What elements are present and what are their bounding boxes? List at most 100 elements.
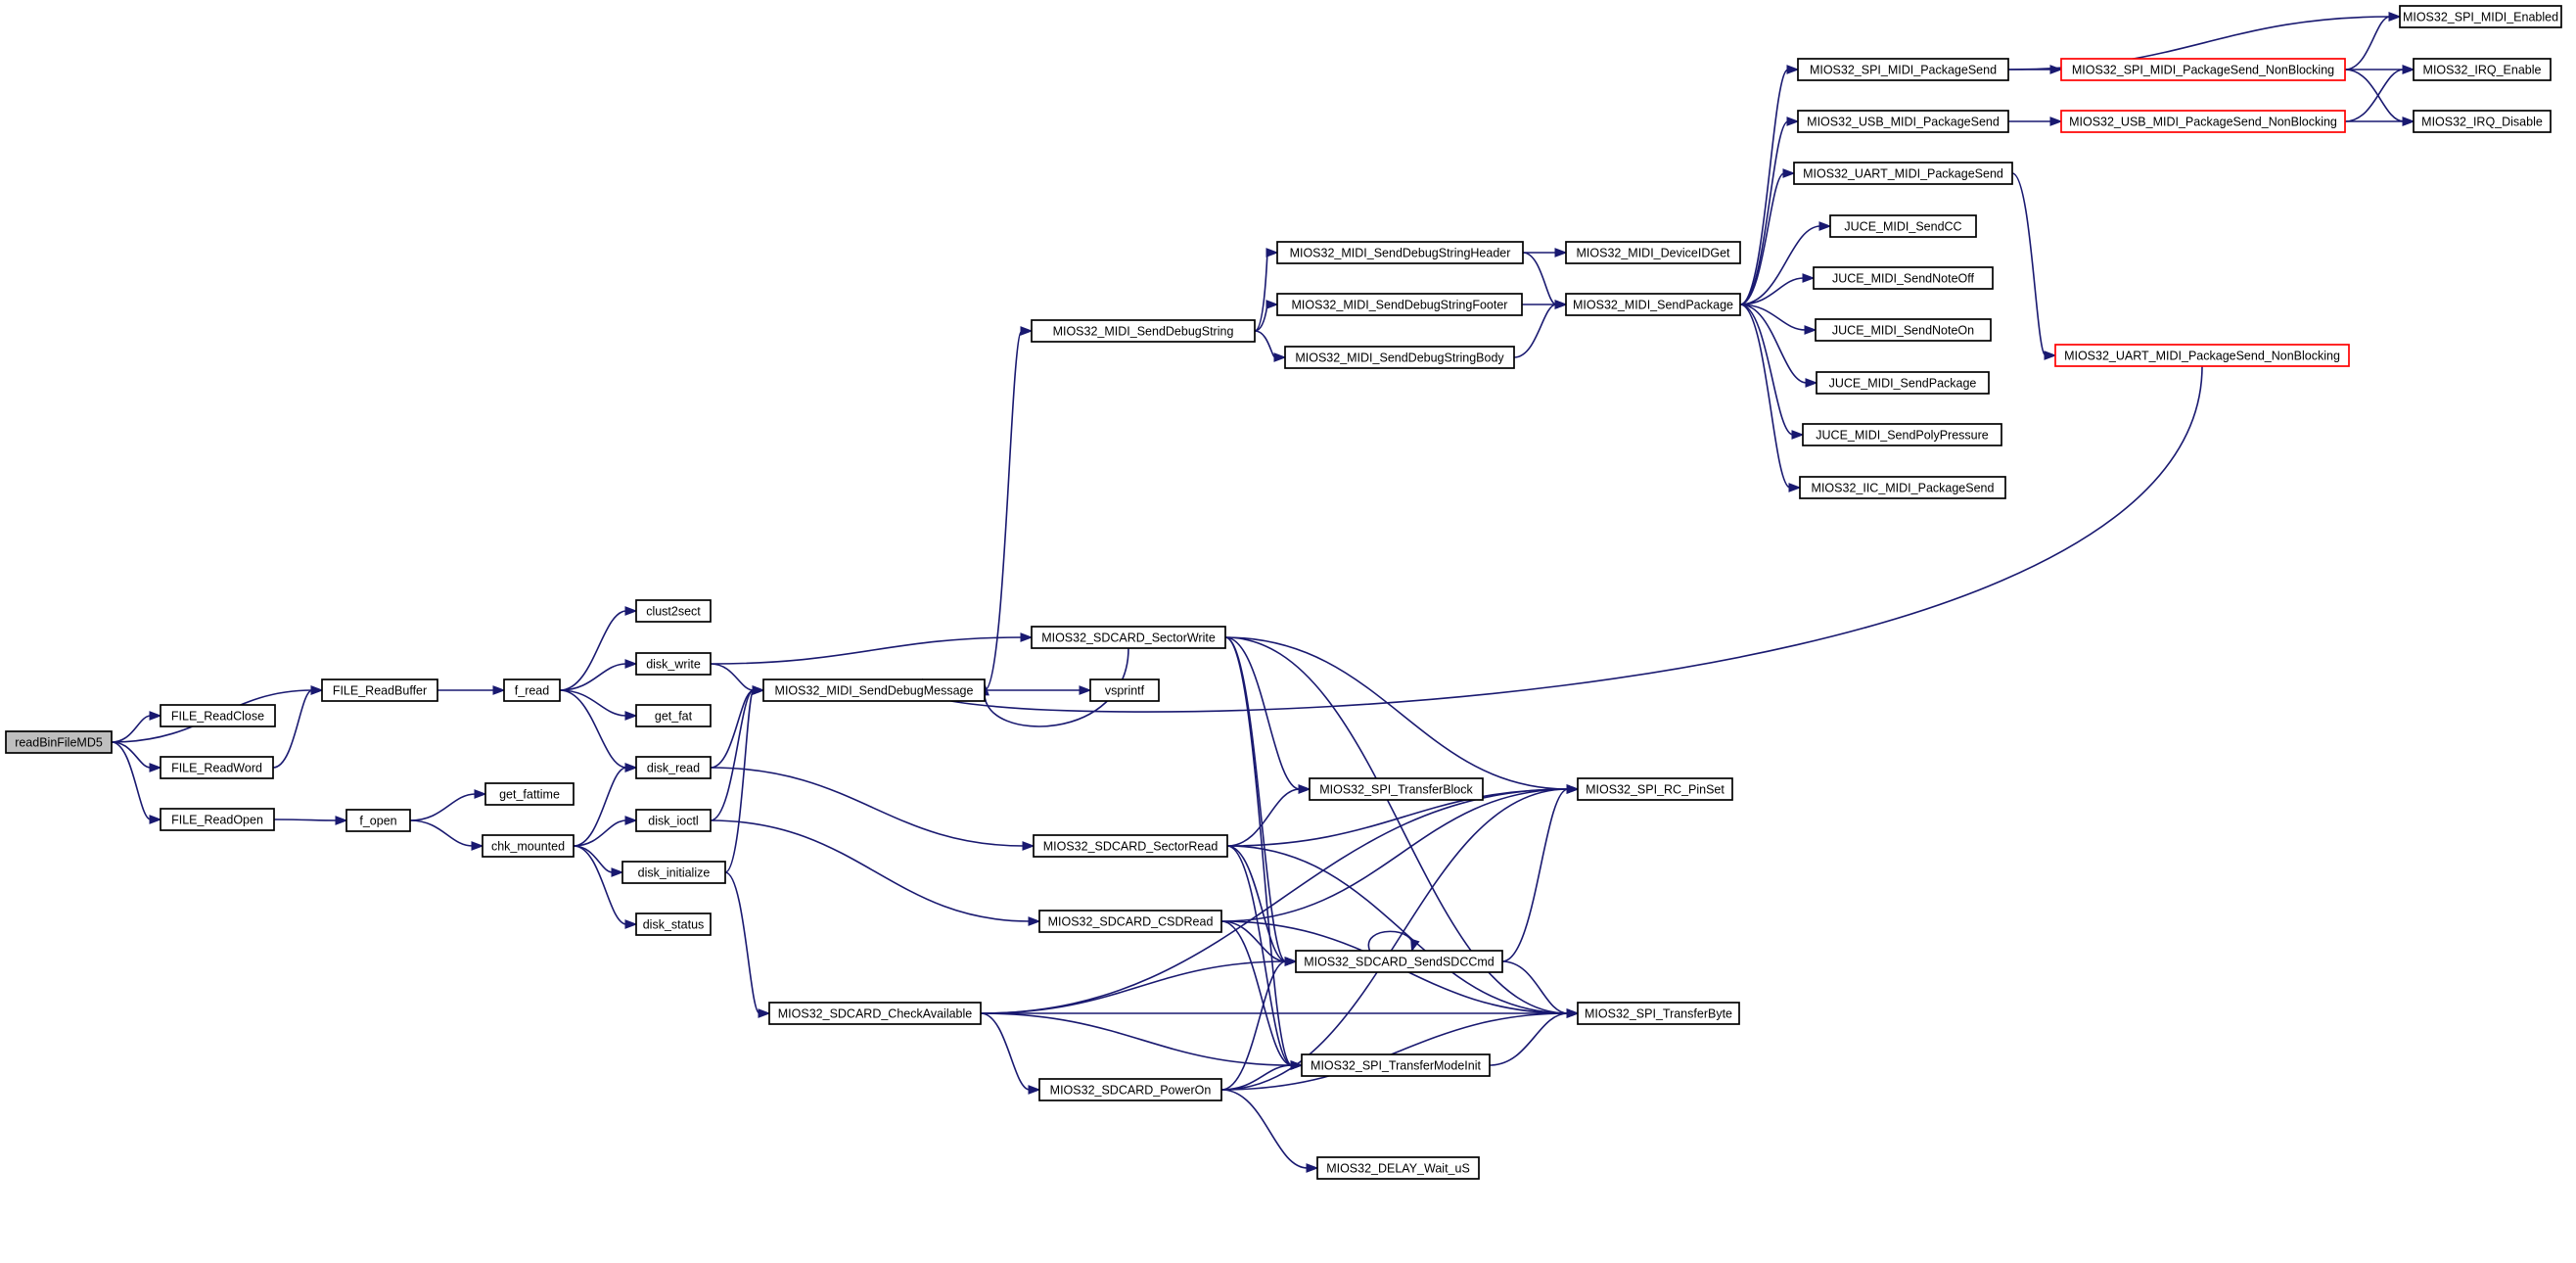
edge-line — [559, 663, 627, 691]
graph-node-mios32-midi-senddebugstringheader[interactable]: MIOS32_MIDI_SendDebugStringHeader — [1276, 241, 1524, 264]
graph-node-disk-read[interactable]: disk_read — [635, 756, 712, 779]
graph-node-juce-midi-sendnoteoff[interactable]: JUCE_MIDI_SendNoteOff — [1813, 266, 1994, 290]
graph-node-mios32-midi-senddebugstring[interactable]: MIOS32_MIDI_SendDebugString — [1031, 319, 1256, 343]
edge-line — [1220, 1089, 1309, 1169]
graph-node-mios32-sdcard-sectorwrite[interactable]: MIOS32_SDCARD_SectorWrite — [1031, 626, 1226, 649]
graph-node-clust2sect[interactable]: clust2sect — [635, 599, 712, 623]
graph-node-mios32-spi-rc-pinset[interactable]: MIOS32_SPI_RC_PinSet — [1577, 777, 1733, 801]
node-box — [2060, 58, 2346, 81]
graph-node-f-read[interactable]: f_read — [503, 678, 561, 702]
edge-line — [724, 689, 755, 873]
graph-node-disk-initialize[interactable]: disk_initialize — [621, 861, 726, 884]
graph-node-mios32-midi-senddebugstringfooter[interactable]: MIOS32_MIDI_SendDebugStringFooter — [1276, 293, 1523, 316]
edge-mios32-sdcard-sectorwrite-to-mios32-sdcard-sendsdccmd — [1224, 636, 1298, 966]
node-box — [1565, 241, 1741, 264]
graph-node-mios32-spi-transfermodeinit[interactable]: MIOS32_SPI_TransferModeInit — [1301, 1053, 1491, 1077]
graph-node-vsprintf[interactable]: vsprintf — [1089, 678, 1160, 702]
node-box — [1309, 777, 1484, 801]
node-box — [1089, 678, 1160, 702]
edge-arrowhead — [2049, 117, 2063, 126]
graph-node-mios32-sdcard-checkavailable[interactable]: MIOS32_SDCARD_CheckAvailable — [768, 1002, 982, 1025]
edge-f-read-to-disk-write — [559, 659, 638, 691]
graph-node-disk-status[interactable]: disk_status — [635, 912, 712, 936]
graph-node-file-readbuffer[interactable]: FILE_ReadBuffer — [321, 678, 438, 702]
graph-node-f-open[interactable]: f_open — [345, 809, 411, 832]
graph-node-disk-ioctl[interactable]: disk_ioctl — [635, 809, 712, 832]
edge-line — [1220, 1012, 1569, 1091]
graph-node-mios32-spi-midi-packagesend[interactable]: MIOS32_SPI_MIDI_PackageSend — [1797, 58, 2009, 81]
graph-node-juce-midi-sendpackage[interactable]: JUCE_MIDI_SendPackage — [1816, 371, 1990, 395]
graph-node-mios32-usb-midi-packagesend[interactable]: MIOS32_USB_MIDI_PackageSend — [1797, 110, 2009, 133]
node-label: MIOS32_MIDI_SendDebugMessage — [775, 684, 974, 698]
graph-node-mios32-usb-midi-packagesend-nonblocking[interactable]: MIOS32_USB_MIDI_PackageSend_NonBlocking — [2060, 110, 2346, 133]
graph-node-get-fat[interactable]: get_fat — [635, 704, 712, 727]
graph-node-readbinfilemd5[interactable]: readBinFileMD5 — [5, 730, 113, 754]
edge-mios32-usb-midi-packagesend-nonblocking-to-mios32-irq-disable — [2345, 117, 2415, 126]
edge-arrowhead — [471, 841, 484, 851]
graph-node-mios32-irq-disable[interactable]: MIOS32_IRQ_Disable — [2413, 110, 2552, 133]
graph-node-mios32-sdcard-sectorread[interactable]: MIOS32_SDCARD_SectorRead — [1033, 834, 1228, 858]
graph-node-mios32-sdcard-csdread[interactable]: MIOS32_SDCARD_CSDRead — [1038, 910, 1222, 933]
node-label: vsprintf — [1105, 684, 1145, 698]
node-label: MIOS32_SDCARD_SectorRead — [1043, 840, 1219, 854]
graph-node-mios32-uart-midi-packagesend-nonblocking[interactable]: MIOS32_UART_MIDI_PackageSend_NonBlocking — [2054, 344, 2350, 367]
graph-node-mios32-sdcard-poweron[interactable]: MIOS32_SDCARD_PowerOn — [1038, 1078, 1222, 1101]
edge-line — [1220, 960, 1287, 1091]
graph-node-disk-write[interactable]: disk_write — [635, 652, 712, 676]
edge-line — [1224, 636, 1301, 790]
edge-line — [1513, 304, 1557, 358]
edge-f-read-to-disk-read — [559, 689, 638, 772]
node-box — [1031, 319, 1256, 343]
graph-node-mios32-spi-transferbyte[interactable]: MIOS32_SPI_TransferByte — [1577, 1002, 1740, 1025]
graph-node-mios32-spi-midi-packagesend-nonblocking[interactable]: MIOS32_SPI_MIDI_PackageSend_NonBlocking — [2060, 58, 2346, 81]
graph-node-mios32-sdcard-sendsdccmd[interactable]: MIOS32_SDCARD_SendSDCCmd — [1295, 950, 1503, 973]
node-label: FILE_ReadWord — [171, 762, 262, 775]
edge-line — [1226, 788, 1301, 847]
graph-node-mios32-delay-wait-us[interactable]: MIOS32_DELAY_Wait_uS — [1316, 1156, 1480, 1180]
graph-node-mios32-midi-deviceidget[interactable]: MIOS32_MIDI_DeviceIDGet — [1565, 241, 1741, 264]
graph-node-mios32-irq-enable[interactable]: MIOS32_IRQ_Enable — [2413, 58, 2552, 81]
graph-node-mios32-spi-transferblock[interactable]: MIOS32_SPI_TransferBlock — [1309, 777, 1484, 801]
graph-node-juce-midi-sendnoteon[interactable]: JUCE_MIDI_SendNoteOn — [1815, 318, 1992, 342]
node-label: MIOS32_USB_MIDI_PackageSend — [1807, 116, 2000, 129]
node-label: MIOS32_MIDI_SendDebugStringHeader — [1290, 247, 1511, 260]
node-label: MIOS32_IIC_MIDI_PackageSend — [1812, 482, 1995, 495]
graph-node-mios32-uart-midi-packagesend[interactable]: MIOS32_UART_MIDI_PackageSend — [1793, 162, 2013, 185]
edge-arrowhead — [1786, 65, 1800, 74]
node-label: JUCE_MIDI_SendNoteOff — [1832, 272, 1974, 286]
edge-arrowhead — [1265, 300, 1279, 309]
edge-line — [1501, 960, 1569, 1014]
graph-node-mios32-iic-midi-packagesend[interactable]: MIOS32_IIC_MIDI_PackageSend — [1799, 476, 2006, 499]
graph-node-chk-mounted[interactable]: chk_mounted — [482, 834, 575, 858]
edge-arrowhead — [1306, 1163, 1319, 1173]
edge-disk-initialize-to-mios32-sdcard-checkavailable — [724, 871, 771, 1018]
edge-chk-mounted-to-disk-ioctl — [573, 816, 638, 847]
edge-line — [724, 871, 760, 1014]
edge-line — [1220, 788, 1569, 1091]
edge-mios32-sdcard-checkavailable-to-mios32-sdcard-sendsdccmd — [980, 957, 1298, 1014]
graph-node-mios32-midi-senddebugmessage[interactable]: MIOS32_MIDI_SendDebugMessage — [762, 678, 986, 702]
edge-line — [1489, 1012, 1569, 1066]
node-label: MIOS32_SDCARD_CSDRead — [1048, 915, 1214, 929]
graph-node-file-readword[interactable]: FILE_ReadWord — [160, 756, 274, 779]
node-box — [1276, 293, 1523, 316]
graph-node-mios32-spi-midi-enabled[interactable]: MIOS32_SPI_MIDI_Enabled — [2399, 5, 2562, 28]
graph-node-juce-midi-sendcc[interactable]: JUCE_MIDI_SendCC — [1829, 214, 1977, 238]
graph-node-mios32-midi-senddebugstringbody[interactable]: MIOS32_MIDI_SendDebugStringBody — [1284, 346, 1515, 369]
edge-mios32-sdcard-sendsdccmd-to-mios32-sdcard-sendsdccmd — [1367, 930, 1420, 953]
graph-node-get-fattime[interactable]: get_fattime — [484, 782, 575, 806]
graph-node-file-readopen[interactable]: FILE_ReadOpen — [160, 808, 275, 831]
graph-node-file-readclose[interactable]: FILE_ReadClose — [160, 704, 276, 727]
edge-line — [1739, 69, 1789, 305]
edge-arrowhead — [149, 711, 162, 721]
edge-line — [1739, 225, 1821, 305]
edge-mios32-midi-sendpackage-to-mios32-usb-midi-packagesend — [1739, 117, 1800, 305]
node-label: JUCE_MIDI_SendNoteOn — [1832, 324, 1974, 338]
edge-mios32-midi-sendpackage-to-mios32-spi-midi-packagesend — [1739, 65, 1800, 305]
edge-mios32-sdcard-sectorwrite-to-mios32-spi-rc-pinset — [1224, 636, 1580, 794]
node-label: MIOS32_MIDI_DeviceIDGet — [1577, 247, 1731, 260]
graph-node-juce-midi-sendpolypressure[interactable]: JUCE_MIDI_SendPolyPressure — [1802, 423, 2002, 446]
graph-node-mios32-midi-sendpackage[interactable]: MIOS32_MIDI_SendPackage — [1565, 293, 1741, 316]
node-box — [768, 1002, 982, 1025]
